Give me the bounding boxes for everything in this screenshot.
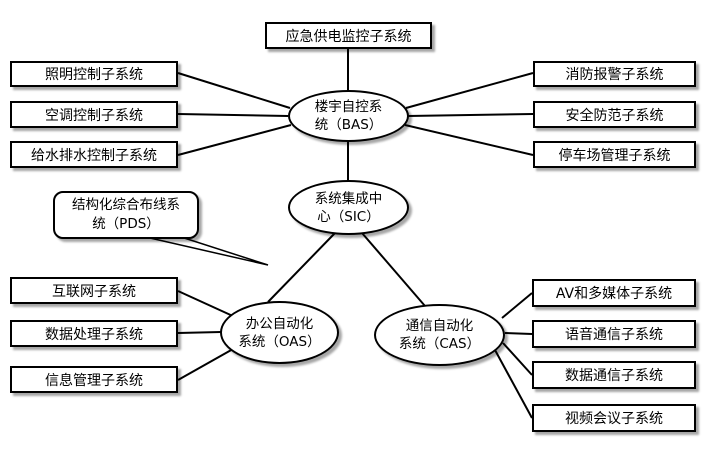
- node-label: 给水排水控制子系统: [31, 147, 157, 164]
- node-label: 消防报警子系统: [565, 67, 664, 83]
- node-label-line2: 系统（OAS）: [238, 333, 321, 350]
- connector-bas-right-2: [407, 113, 534, 117]
- node-label: 安全防范子系统: [565, 107, 664, 124]
- node-bas: 楼宇自控系 统（BAS）: [288, 90, 409, 142]
- node-parking: 停车场管理子系统: [533, 141, 696, 168]
- node-internet: 互联网子系统: [10, 277, 178, 304]
- connector-cas-right-2: [504, 332, 533, 335]
- node-av-multimedia: AV和多媒体子系统: [532, 279, 696, 307]
- connector-cas-right-1: [501, 292, 533, 319]
- connector-bas-right-1: [405, 72, 534, 109]
- node-label: 数据通信子系统: [565, 368, 663, 384]
- node-label: 数据处理子系统: [45, 326, 143, 343]
- connector-cas-right-3: [502, 342, 533, 376]
- node-label-line1: 通信自动化: [405, 318, 474, 334]
- node-oas: 办公自动化 系统（OAS）: [220, 301, 339, 364]
- node-water-control: 给水排水控制子系统: [10, 141, 178, 168]
- node-label-line1: 办公自动化: [245, 315, 314, 332]
- connector-oas-left-1: [177, 290, 236, 318]
- node-label: AV和多媒体子系统: [555, 286, 673, 302]
- node-label: 语音通信子系统: [565, 327, 663, 343]
- node-video-conference: 视频会议子系统: [532, 404, 696, 432]
- node-sic: 系统集成中 心（SIC）: [288, 180, 409, 235]
- callout-pointer: [149, 235, 269, 266]
- connector-bas-left-3: [177, 124, 292, 156]
- node-label: 停车场管理子系统: [558, 147, 671, 164]
- node-label: 视频会议子系统: [565, 411, 663, 427]
- node-label: 应急供电监控子系统: [285, 28, 412, 45]
- node-label-line2: 统（BAS）: [314, 117, 383, 133]
- node-security: 安全防范子系统: [533, 101, 696, 128]
- connector-sic-cas: [361, 232, 426, 307]
- node-emergency-power-monitor: 应急供电监控子系统: [265, 22, 432, 49]
- node-label: 信息管理子系统: [45, 372, 143, 389]
- node-label: 互联网子系统: [52, 283, 136, 300]
- node-cas: 通信自动化 系统（CAS）: [374, 304, 505, 366]
- connector-bas-right-3: [404, 124, 534, 156]
- node-label-line2: 系统（CAS）: [398, 336, 481, 352]
- node-label-line2: 统（PDS）: [92, 216, 160, 232]
- node-label-line2: 心（SIC）: [317, 208, 380, 225]
- connector-oas-left-2: [177, 331, 222, 334]
- connector-sic-oas: [267, 232, 336, 303]
- node-label-line1: 楼宇自控系: [314, 99, 383, 115]
- node-hvac-control: 空调控制子系统: [10, 101, 178, 128]
- node-voice-comm: 语音通信子系统: [532, 320, 696, 348]
- connector-cas-right-4: [494, 349, 533, 419]
- node-pds-callout: 结构化综合布线系 统（PDS）: [53, 191, 199, 239]
- node-data-comm: 数据通信子系统: [532, 361, 696, 389]
- node-lighting-control: 照明控制子系统: [10, 61, 178, 87]
- connector-bas-left-1: [177, 72, 291, 109]
- node-label: 空调控制子系统: [45, 107, 143, 124]
- node-info-management: 信息管理子系统: [10, 366, 178, 393]
- node-data-processing: 数据处理子系统: [10, 320, 178, 347]
- connector-oas-left-3: [177, 348, 234, 381]
- node-fire-alarm: 消防报警子系统: [533, 61, 696, 87]
- connector-bas-left-2: [177, 113, 289, 117]
- node-label: 照明控制子系统: [45, 67, 143, 83]
- node-label-line1: 结构化综合布线系: [72, 197, 180, 213]
- node-label-line1: 系统集成中: [314, 190, 383, 207]
